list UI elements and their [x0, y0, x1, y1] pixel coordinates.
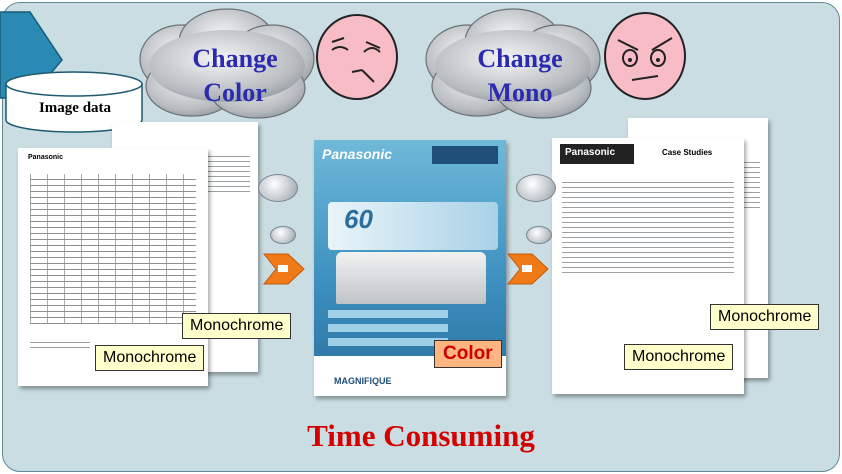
brochure-brand: Panasonic	[322, 146, 393, 162]
scanner-image	[336, 252, 486, 304]
arrow-right-icon-2	[506, 253, 549, 285]
angry-face-icon	[604, 12, 686, 100]
time-consuming-title: Time Consuming	[307, 418, 535, 453]
label-monochrome-left-front: Monochrome	[95, 345, 205, 371]
left-doc-table	[30, 174, 196, 324]
label-monochrome-left-back: Monochrome	[182, 313, 292, 339]
center-color-brochure: Panasonic 60 MAGNIFIQUE	[314, 140, 506, 396]
annoyed-face-icon	[316, 14, 398, 100]
cloud-1-line1: Change	[192, 44, 278, 73]
thought-bubble-small-2	[526, 226, 552, 244]
right-doc-brand: Panasonic	[560, 144, 634, 164]
arrow-right-icon	[262, 253, 305, 285]
label-monochrome-right-front: Monochrome	[624, 344, 734, 370]
thought-bubble-small-1	[270, 226, 296, 244]
label-monochrome-right-back: Monochrome	[710, 304, 820, 330]
cloud-2-line2: Mono	[487, 78, 553, 107]
cloud-change-mono	[425, 8, 601, 119]
thought-bubble-large-2	[516, 174, 556, 202]
right-doc-header: Case Studies	[662, 148, 713, 157]
cloud-2-text: Change Mono	[460, 42, 580, 110]
image-data-source	[0, 11, 143, 133]
brochure-banner	[328, 202, 498, 250]
brochure-footer: MAGNIFIQUE	[334, 376, 392, 386]
cloud-2-line1: Change	[477, 44, 563, 73]
left-doc-heading: Panasonic	[28, 154, 64, 161]
cloud-1-text: Change Color	[175, 42, 295, 110]
cloud-1-line2: Color	[203, 78, 267, 107]
brochure-speed: 60	[344, 204, 373, 234]
image-data-label: Image data	[38, 100, 112, 116]
label-color: Color	[434, 340, 502, 368]
thought-bubble-large-1	[258, 174, 298, 202]
cloud-change-color	[139, 8, 315, 119]
